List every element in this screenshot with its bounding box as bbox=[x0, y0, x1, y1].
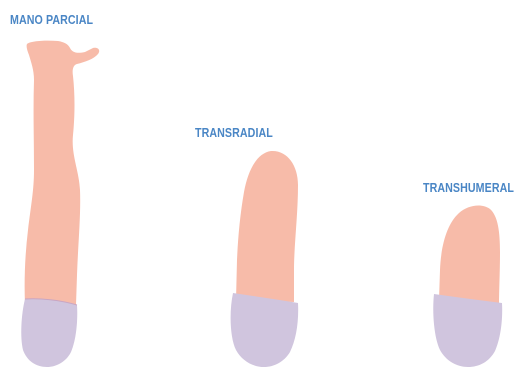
mano-parcial-skin bbox=[25, 41, 100, 305]
mano-parcial-sleeve bbox=[21, 299, 77, 367]
transradial-skin bbox=[236, 151, 298, 302]
transradial-label: TRANSRADIAL bbox=[195, 126, 273, 139]
transradial-arm bbox=[231, 151, 299, 367]
transhumeral-skin bbox=[439, 206, 500, 305]
transhumeral-label: TRANSHUMERAL bbox=[423, 181, 514, 194]
mano-parcial-arm bbox=[21, 41, 99, 367]
transhumeral-arm bbox=[433, 206, 502, 367]
transradial-sleeve bbox=[231, 293, 299, 367]
transhumeral-sleeve bbox=[433, 294, 502, 367]
mano-parcial-label: MANO PARCIAL bbox=[10, 13, 93, 26]
